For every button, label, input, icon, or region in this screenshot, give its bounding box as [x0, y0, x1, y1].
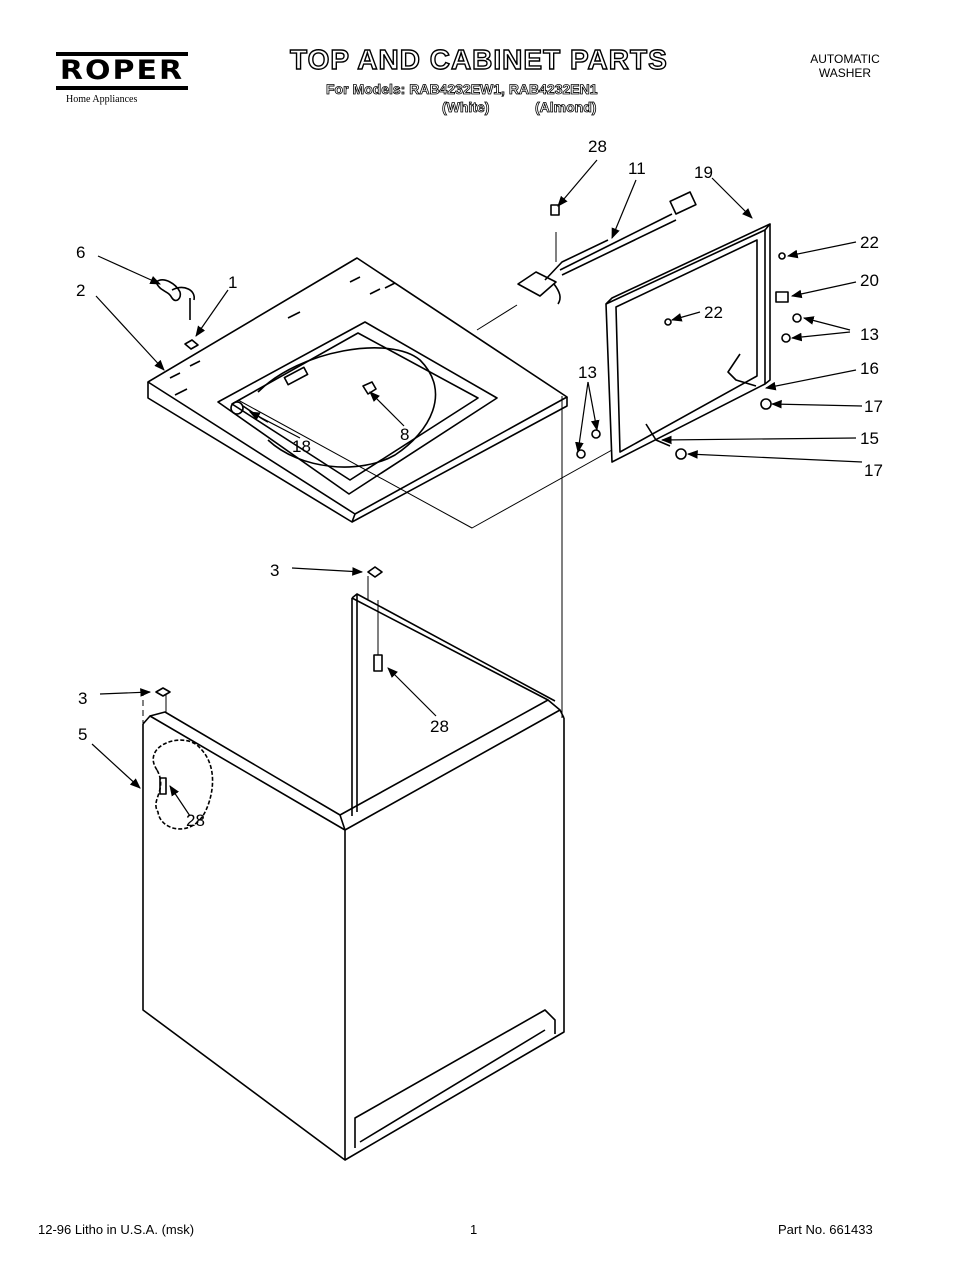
callout-13-right: 13	[860, 325, 879, 344]
callout-18: 18	[292, 437, 311, 456]
callout-arrows	[91, 159, 863, 817]
callout-16: 16	[860, 359, 879, 378]
assembly-guide-lines	[142, 232, 613, 880]
product-line-2: WASHER	[818, 66, 872, 80]
footer-part-number: Part No. 661433	[778, 1222, 873, 1237]
callout-3-b: 3	[78, 689, 87, 708]
callout-17-a: 17	[864, 397, 883, 416]
callout-28-low: 28	[186, 811, 205, 830]
callout-19: 19	[694, 163, 713, 182]
callout-22-a: 22	[860, 233, 879, 252]
console-frame	[605, 223, 771, 463]
timer-assembly	[517, 191, 697, 305]
callout-3-a: 3	[270, 561, 279, 580]
logo-wordmark: ROPER	[59, 54, 185, 87]
callout-28-mid: 28	[430, 717, 449, 736]
callout-22-b: 22	[704, 303, 723, 322]
logo-bottom-bar	[56, 86, 188, 90]
callout-8: 8	[400, 425, 409, 444]
callout-15: 15	[860, 429, 879, 448]
top-panel	[147, 257, 568, 523]
cabinet	[142, 593, 565, 1161]
callout-17-b: 17	[864, 461, 883, 480]
variant-almond: (Almond)	[535, 99, 597, 116]
callout-11: 11	[628, 159, 646, 178]
callout-6: 6	[76, 243, 85, 262]
product-line-1: AUTOMATIC	[810, 52, 880, 66]
callout-5: 5	[78, 725, 87, 744]
hardware	[155, 204, 802, 697]
callout-labels: 28 11 19 22 20 22 13 16 17 15 17 13 6 1 …	[76, 137, 883, 830]
callout-20: 20	[860, 271, 879, 290]
callout-2: 2	[76, 281, 85, 300]
callout-1: 1	[228, 273, 237, 292]
variant-white: (White)	[442, 99, 490, 116]
logo-top-bar	[56, 52, 188, 56]
product-type: AUTOMATIC WASHER	[790, 52, 900, 80]
roper-logo: ROPER Home Appliances	[56, 52, 188, 105]
logo-tagline: Home Appliances	[66, 94, 138, 105]
footer-page-number: 1	[470, 1222, 478, 1237]
callout-28-top: 28	[588, 137, 607, 156]
models-line: For Models: RAB4232EW1, RAB4232EN1	[326, 81, 598, 98]
callout-13-left: 13	[578, 363, 597, 382]
footer-litho: 12-96 Litho in U.S.A. (msk)	[38, 1222, 195, 1237]
page-title: TOP AND CABINET PARTS	[289, 43, 668, 75]
